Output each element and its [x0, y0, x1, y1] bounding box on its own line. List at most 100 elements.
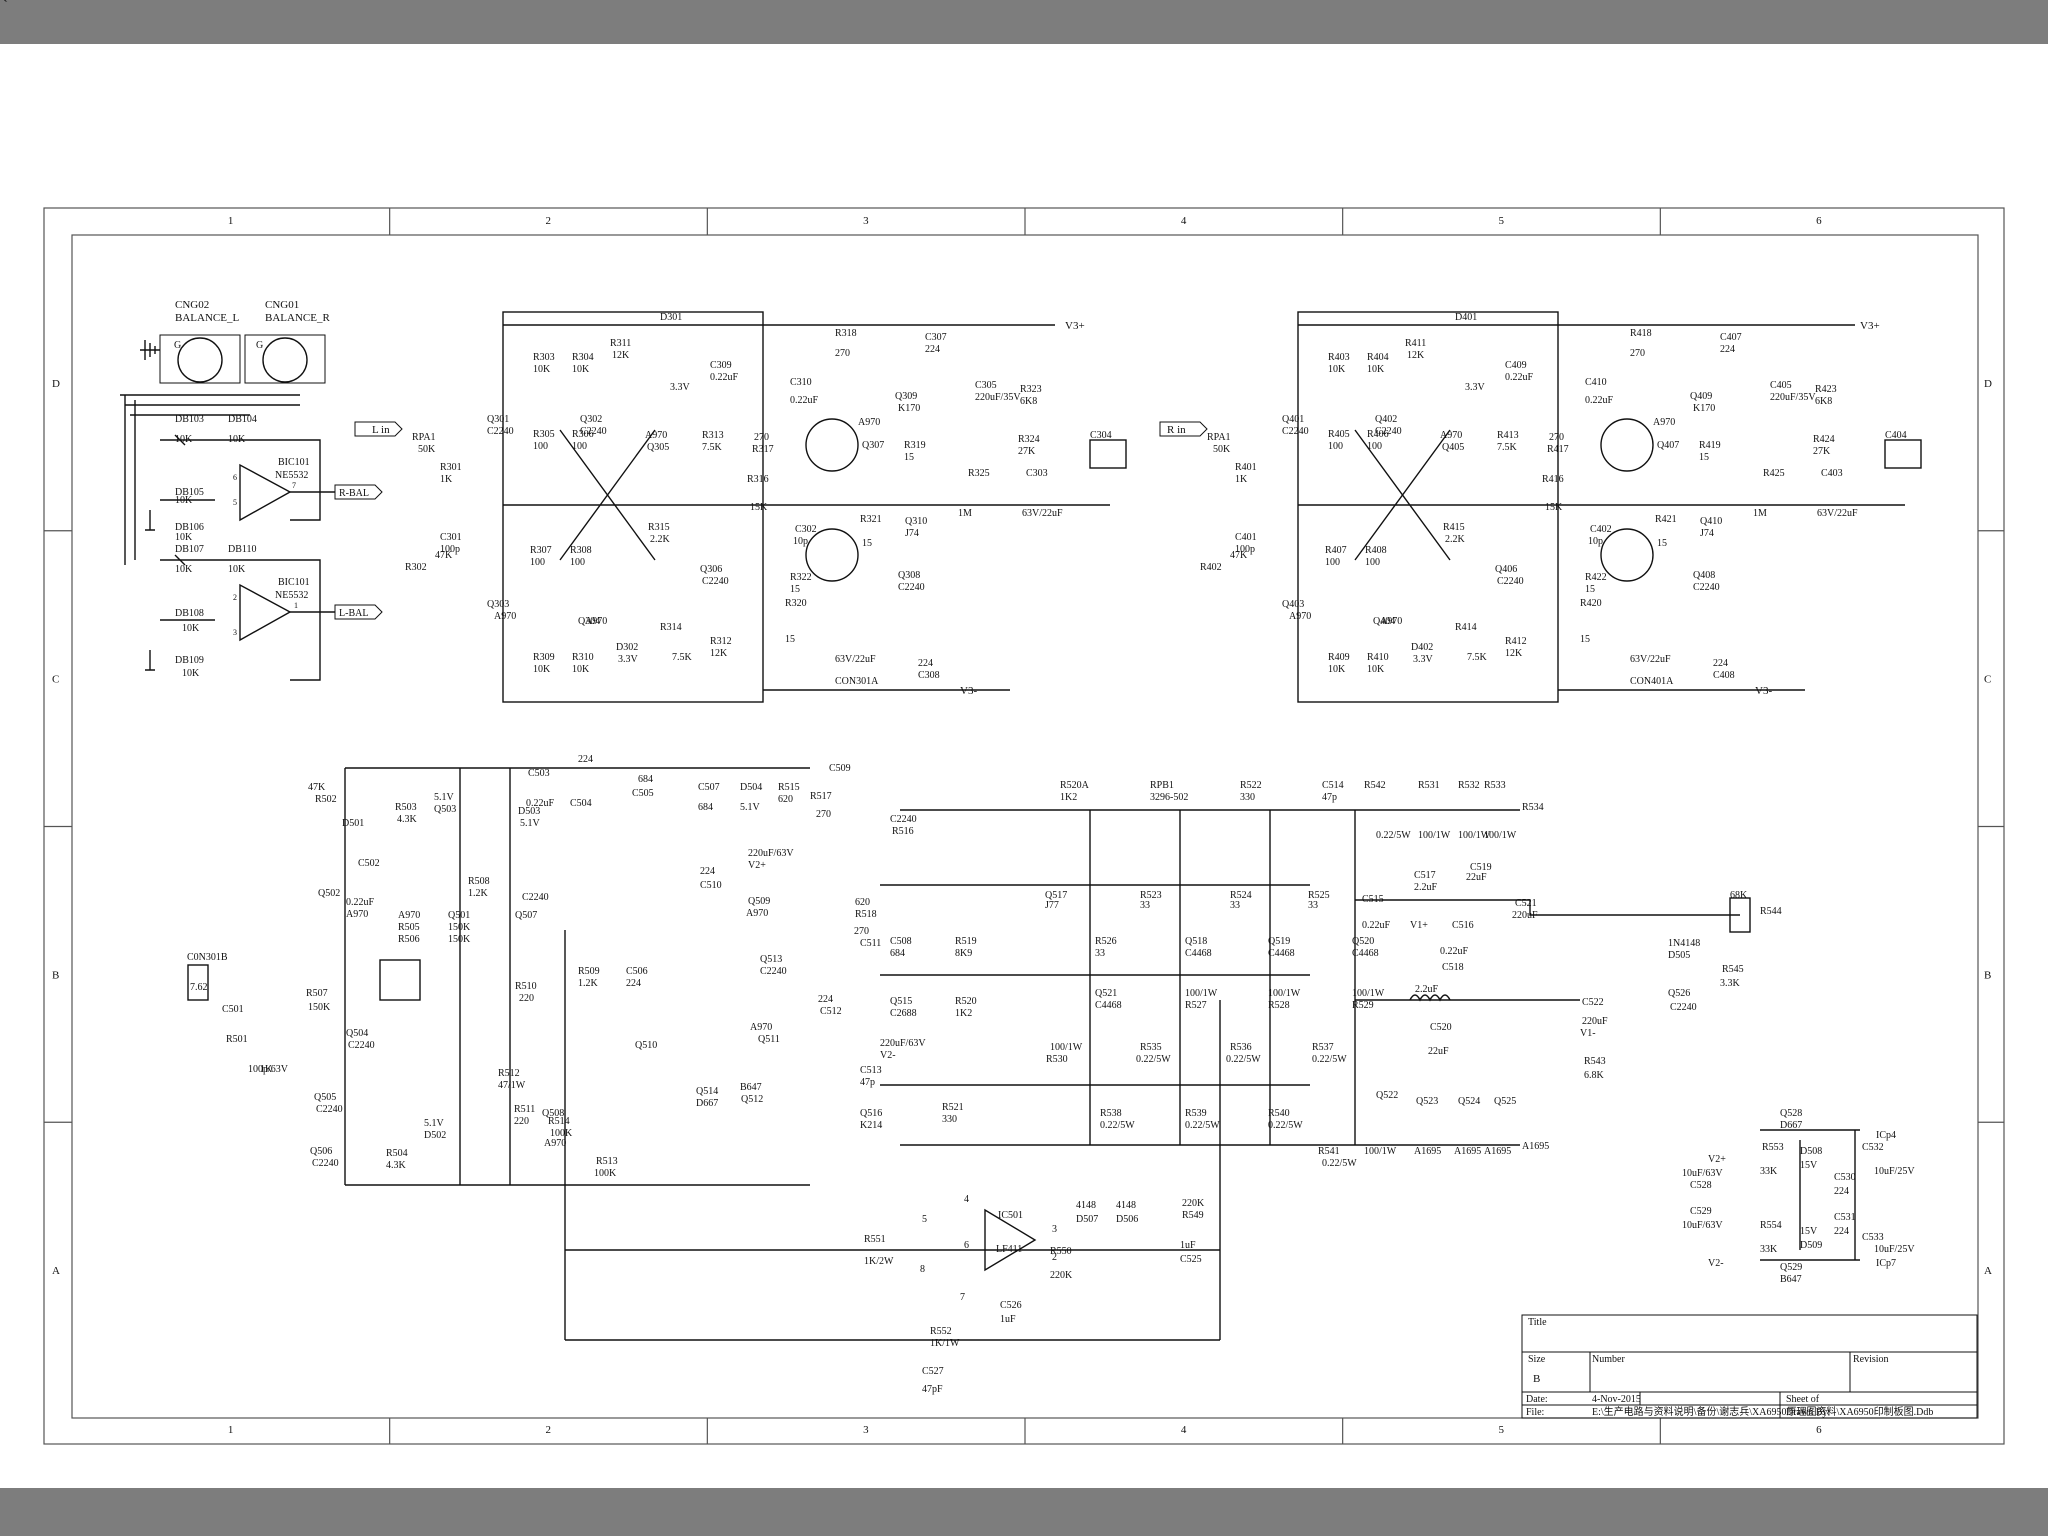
- component-label: 5.1V: [424, 1118, 445, 1129]
- resistor-value: 10K: [182, 668, 200, 679]
- resistor-ref: DB103: [175, 414, 204, 425]
- component-label: C530: [1834, 1172, 1856, 1183]
- component-label: CON301A: [835, 676, 879, 687]
- component-label: 220: [519, 993, 534, 1004]
- component-label: R303: [533, 352, 555, 363]
- component-label: 1uF: [1180, 1240, 1196, 1251]
- component-label: 100: [1367, 441, 1382, 452]
- component-label: 100: [530, 557, 545, 568]
- preamp-left-labels: R3011K47KR302C301100pQ301C2240Q302C2240R…: [0, 0, 1112, 687]
- component-label: R534: [1522, 802, 1544, 813]
- component-label: 6K8: [1020, 396, 1037, 407]
- sheet-label: Sheet of: [1786, 1394, 1820, 1405]
- component-label: 100/1W: [1458, 830, 1491, 841]
- frame-column-label: 2: [546, 215, 552, 227]
- xlr-connector-l: [177, 337, 223, 383]
- component-label: R513: [596, 1156, 618, 1167]
- pot-value: 50K: [1213, 444, 1231, 455]
- component-label: K214: [860, 1120, 882, 1131]
- component-label: 620: [855, 897, 870, 908]
- component-label: C2240: [1497, 576, 1524, 587]
- component-label: 100/1W: [1268, 988, 1301, 999]
- title-block: Title Size B Number Revision Date: 4-Nov…: [1521, 1314, 1978, 1419]
- component-label: R503: [395, 802, 417, 813]
- opamp-pin: 3: [233, 628, 237, 637]
- component-label: Q403: [1282, 599, 1304, 610]
- component-label: R510: [515, 981, 537, 992]
- component-label: J77: [1045, 900, 1059, 911]
- component-label: 100K: [594, 1168, 617, 1179]
- component-label: 0.22uF: [526, 798, 555, 809]
- component-label: C410: [1585, 377, 1607, 388]
- component-label: 150K: [448, 922, 471, 933]
- frame-row-label: C: [52, 674, 59, 686]
- component-label: R312: [710, 636, 732, 647]
- component-label: D502: [424, 1130, 446, 1141]
- component-label: 270: [816, 809, 831, 820]
- component-label: R319: [904, 440, 926, 451]
- component-label: 1K2: [1060, 792, 1077, 803]
- viewer-top-bar: [0, 0, 2048, 44]
- component-label: 100: [533, 441, 548, 452]
- component-label: Q303: [487, 599, 509, 610]
- component-label: 63V/22uF: [835, 654, 876, 665]
- component-label: C307: [925, 332, 947, 343]
- resistor-ref: DB108: [175, 608, 204, 619]
- component-label: D667: [696, 1098, 718, 1109]
- connector-cn4a: [1729, 897, 1751, 933]
- component-label: R409: [1328, 652, 1350, 663]
- component-label: Q524: [1458, 1096, 1480, 1107]
- component-label: 100p: [1235, 544, 1255, 555]
- component-label: 224: [1720, 344, 1735, 355]
- component-label: R522: [1240, 780, 1262, 791]
- component-label: C304: [1090, 430, 1112, 441]
- component-label: C513: [860, 1065, 882, 1076]
- component-label: C510: [700, 880, 722, 891]
- component-label: A970: [746, 908, 768, 919]
- component-label: R419: [1699, 440, 1721, 451]
- component-label: Q529: [1780, 1262, 1802, 1273]
- component-label: 1K2: [955, 1008, 972, 1019]
- component-label: 1K: [440, 474, 453, 485]
- component-label: R505: [398, 922, 420, 933]
- component-label: R519: [955, 936, 977, 947]
- component-label: Q407: [1657, 440, 1679, 451]
- component-label: C2240: [1282, 426, 1309, 437]
- component-label: 10uF/63V: [1682, 1220, 1723, 1231]
- component-label: ICp4: [1876, 1130, 1896, 1141]
- component-label: Q309: [895, 391, 917, 402]
- component-label: K170: [1693, 403, 1715, 414]
- component-label: R414: [1455, 622, 1477, 633]
- frame-column-label: 5: [1499, 1424, 1505, 1436]
- component-label: V1-: [1580, 1028, 1596, 1039]
- component-label: R518: [855, 909, 877, 920]
- component-label: 1M: [1753, 508, 1767, 519]
- component-label: 100: [1365, 557, 1380, 568]
- component-label: 12K: [612, 350, 630, 361]
- component-label: 33: [1140, 900, 1150, 911]
- component-label: ICp7: [1876, 1258, 1896, 1269]
- component-label: 3: [1052, 1224, 1057, 1235]
- component-label: C403: [1821, 468, 1843, 479]
- component-label: R529: [1352, 1000, 1374, 1011]
- component-label: R538: [1100, 1108, 1122, 1119]
- component-label: Q509: [748, 896, 770, 907]
- component-label: R306: [572, 429, 594, 440]
- component-label: R413: [1497, 430, 1519, 441]
- component-label: Q506: [310, 1146, 332, 1157]
- component-label: R533: [1484, 780, 1506, 791]
- component-label: 47pF: [922, 1384, 943, 1395]
- resistor-ref: DB110: [228, 544, 257, 555]
- component-label: R321: [860, 514, 882, 525]
- component-label: Q514: [696, 1086, 718, 1097]
- power-amp-labels: C0N301B7.62R5011KC501100p/63V47KR502R503…: [0, 0, 1782, 1179]
- component-label: 0.22/5W: [1136, 1054, 1171, 1065]
- component-label: Q307: [862, 440, 884, 451]
- component-label: C301: [440, 532, 462, 543]
- component-label: R322: [790, 572, 812, 583]
- component-label: 7: [960, 1292, 965, 1303]
- opamp-pin: 6: [233, 473, 237, 482]
- component-label: 220K: [1182, 1198, 1205, 1209]
- component-label: C2240: [312, 1158, 339, 1169]
- frame-column-label: 1: [228, 215, 234, 227]
